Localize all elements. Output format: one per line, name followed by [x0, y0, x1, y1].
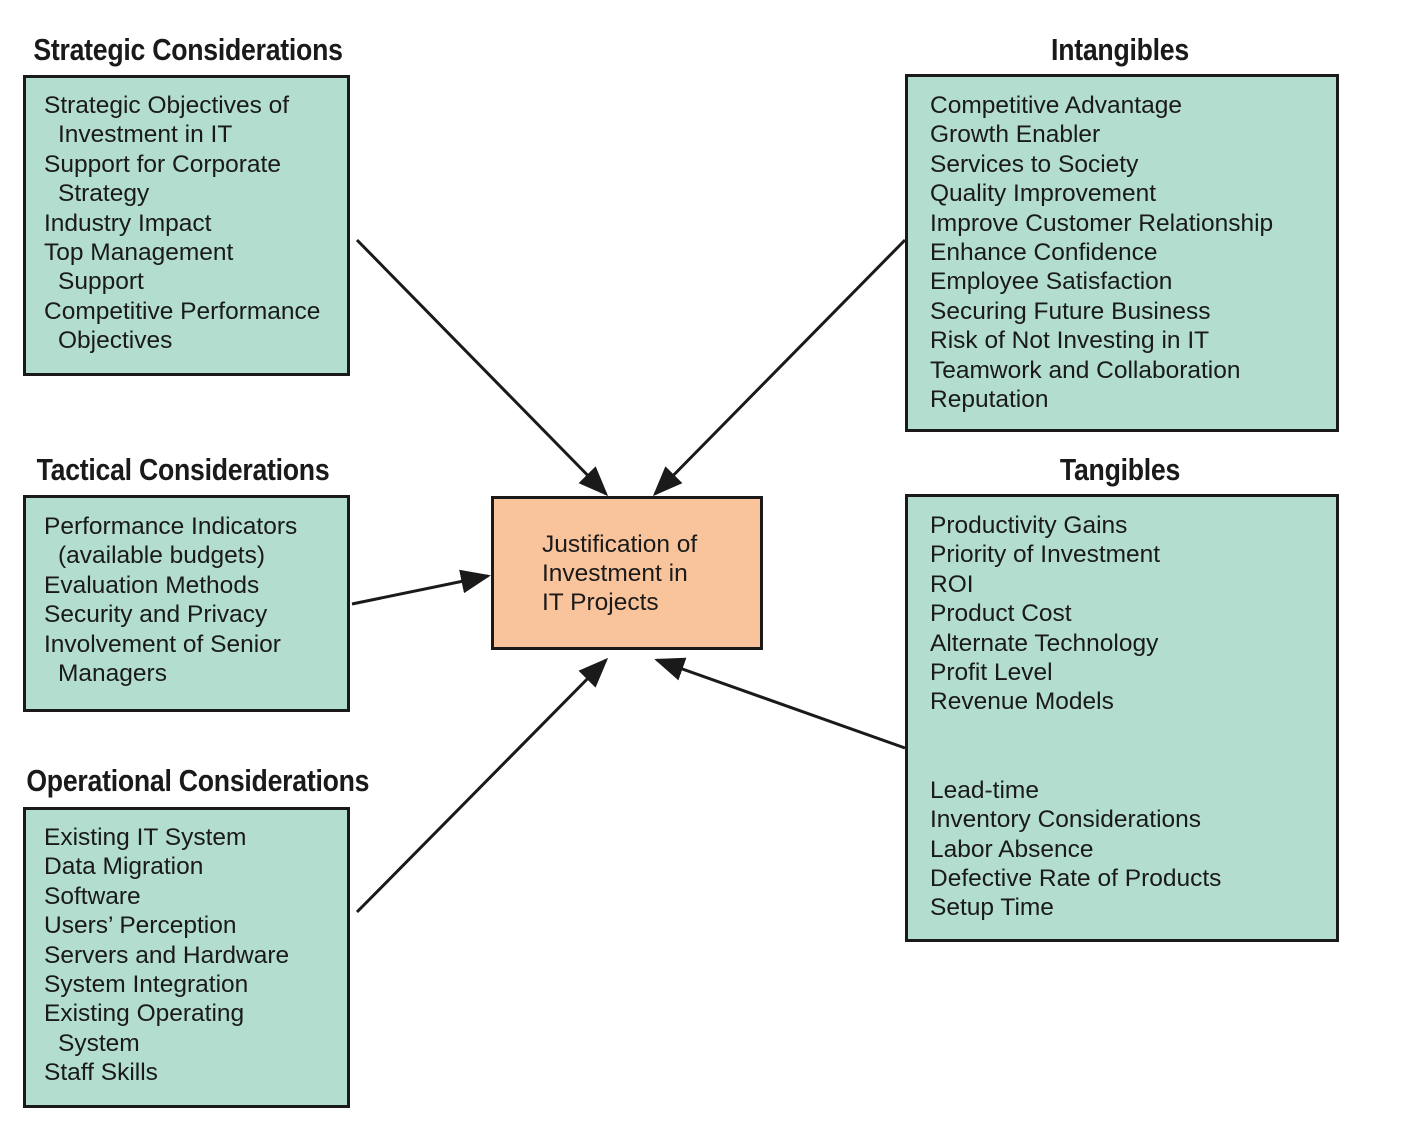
strategic-heading: Strategic Considerations — [33, 32, 343, 67]
list-item: Evaluation Methods — [44, 571, 260, 599]
list-item: Security and Privacy — [44, 601, 268, 629]
list-item: Existing Operating System — [44, 1000, 245, 1057]
list-item: Existing IT System — [44, 824, 247, 851]
arrow-tangibles-to-center — [654, 657, 906, 750]
list-item: Competitive Advantage — [930, 92, 1182, 119]
center-label: Justification of Investment in IT Projec… — [542, 530, 752, 617]
list-item: Setup Time — [930, 894, 1054, 922]
center-box — [491, 496, 763, 650]
center-label-line-2: Investment in — [542, 560, 688, 587]
list-item: Securing Future Business — [930, 297, 1211, 325]
list-item: Risk of Not Investing in IT — [930, 327, 1210, 355]
list-item: Profit Level — [930, 659, 1053, 687]
operational-list: Existing IT System Data Migration Softwa… — [44, 823, 334, 1088]
operational-heading: Operational Considerations — [26, 763, 370, 798]
list-item: Growth Enabler — [930, 121, 1101, 149]
list-item: Involvement of Senior Managers — [44, 630, 281, 688]
list-item: Improve Customer Relationship — [930, 209, 1274, 237]
list-item: Competitive Performance Objectives — [44, 297, 321, 355]
list-item: Labor Absence — [930, 835, 1094, 863]
arrow-intangibles-to-center — [652, 238, 907, 497]
tangibles-box — [905, 494, 1339, 942]
arrow-tactical-to-center — [351, 569, 491, 606]
list-item: Software — [44, 882, 141, 910]
center-label-line-3: IT Projects — [542, 589, 659, 616]
arrow-strategic-to-center — [355, 238, 609, 497]
list-item: Revenue Models — [930, 688, 1114, 716]
list-item: System Integration — [44, 971, 249, 999]
list-item: ROI — [930, 570, 974, 598]
list-item: Servers and Hardware — [44, 941, 290, 969]
list-item: Reputation — [930, 386, 1049, 414]
tactical-box — [23, 495, 350, 712]
list-item: Staff Skills — [44, 1059, 158, 1087]
intangibles-box — [905, 74, 1339, 432]
intangibles-list: Competitive Advantage Growth Enabler Ser… — [930, 91, 1330, 414]
list-item: Teamwork and Collaboration — [930, 356, 1241, 384]
strategic-box — [23, 75, 350, 376]
list-item: Employee Satisfaction — [930, 268, 1173, 296]
strategic-list: Strategic Objectives of Investment in IT… — [44, 91, 344, 356]
list-item: Quality Improvement — [930, 180, 1157, 208]
list-item: Inventory Considerations — [930, 806, 1202, 834]
list-item: Priority of Investment — [930, 541, 1161, 569]
list-item: Alternate Technology — [930, 629, 1159, 657]
list-item: Product Cost — [930, 600, 1072, 628]
list-item: Strategic Objectives of Investment in IT — [44, 92, 290, 149]
operational-box — [23, 807, 350, 1108]
list-item: Services to Society — [930, 150, 1139, 178]
tangibles-heading: Tangibles — [1059, 452, 1181, 487]
center-label-line-1: Justification of — [542, 531, 698, 558]
intangibles-heading: Intangibles — [1051, 32, 1189, 67]
arrow-operational-to-center — [355, 657, 609, 914]
list-item: Support for Corporate Strategy — [44, 150, 281, 208]
tactical-heading: Tactical Considerations — [36, 452, 330, 487]
list-item: Top Management Support — [44, 239, 234, 296]
list-item: Defective Rate of Products — [930, 865, 1222, 893]
list-item: Productivity Gains — [930, 512, 1128, 539]
list-item: Enhance Confidence — [930, 239, 1158, 267]
list-item: Users’ Perception — [44, 912, 237, 940]
list-item: Performance Indicators (available budget… — [44, 513, 298, 570]
tangibles-list: Productivity Gains Priority of Investmen… — [930, 511, 1330, 923]
list-item: Lead-time — [930, 776, 1039, 804]
list-item: Data Migration — [44, 853, 204, 881]
tactical-list: Performance Indicators (available budget… — [44, 512, 324, 688]
list-item: Industry Impact — [44, 209, 212, 237]
